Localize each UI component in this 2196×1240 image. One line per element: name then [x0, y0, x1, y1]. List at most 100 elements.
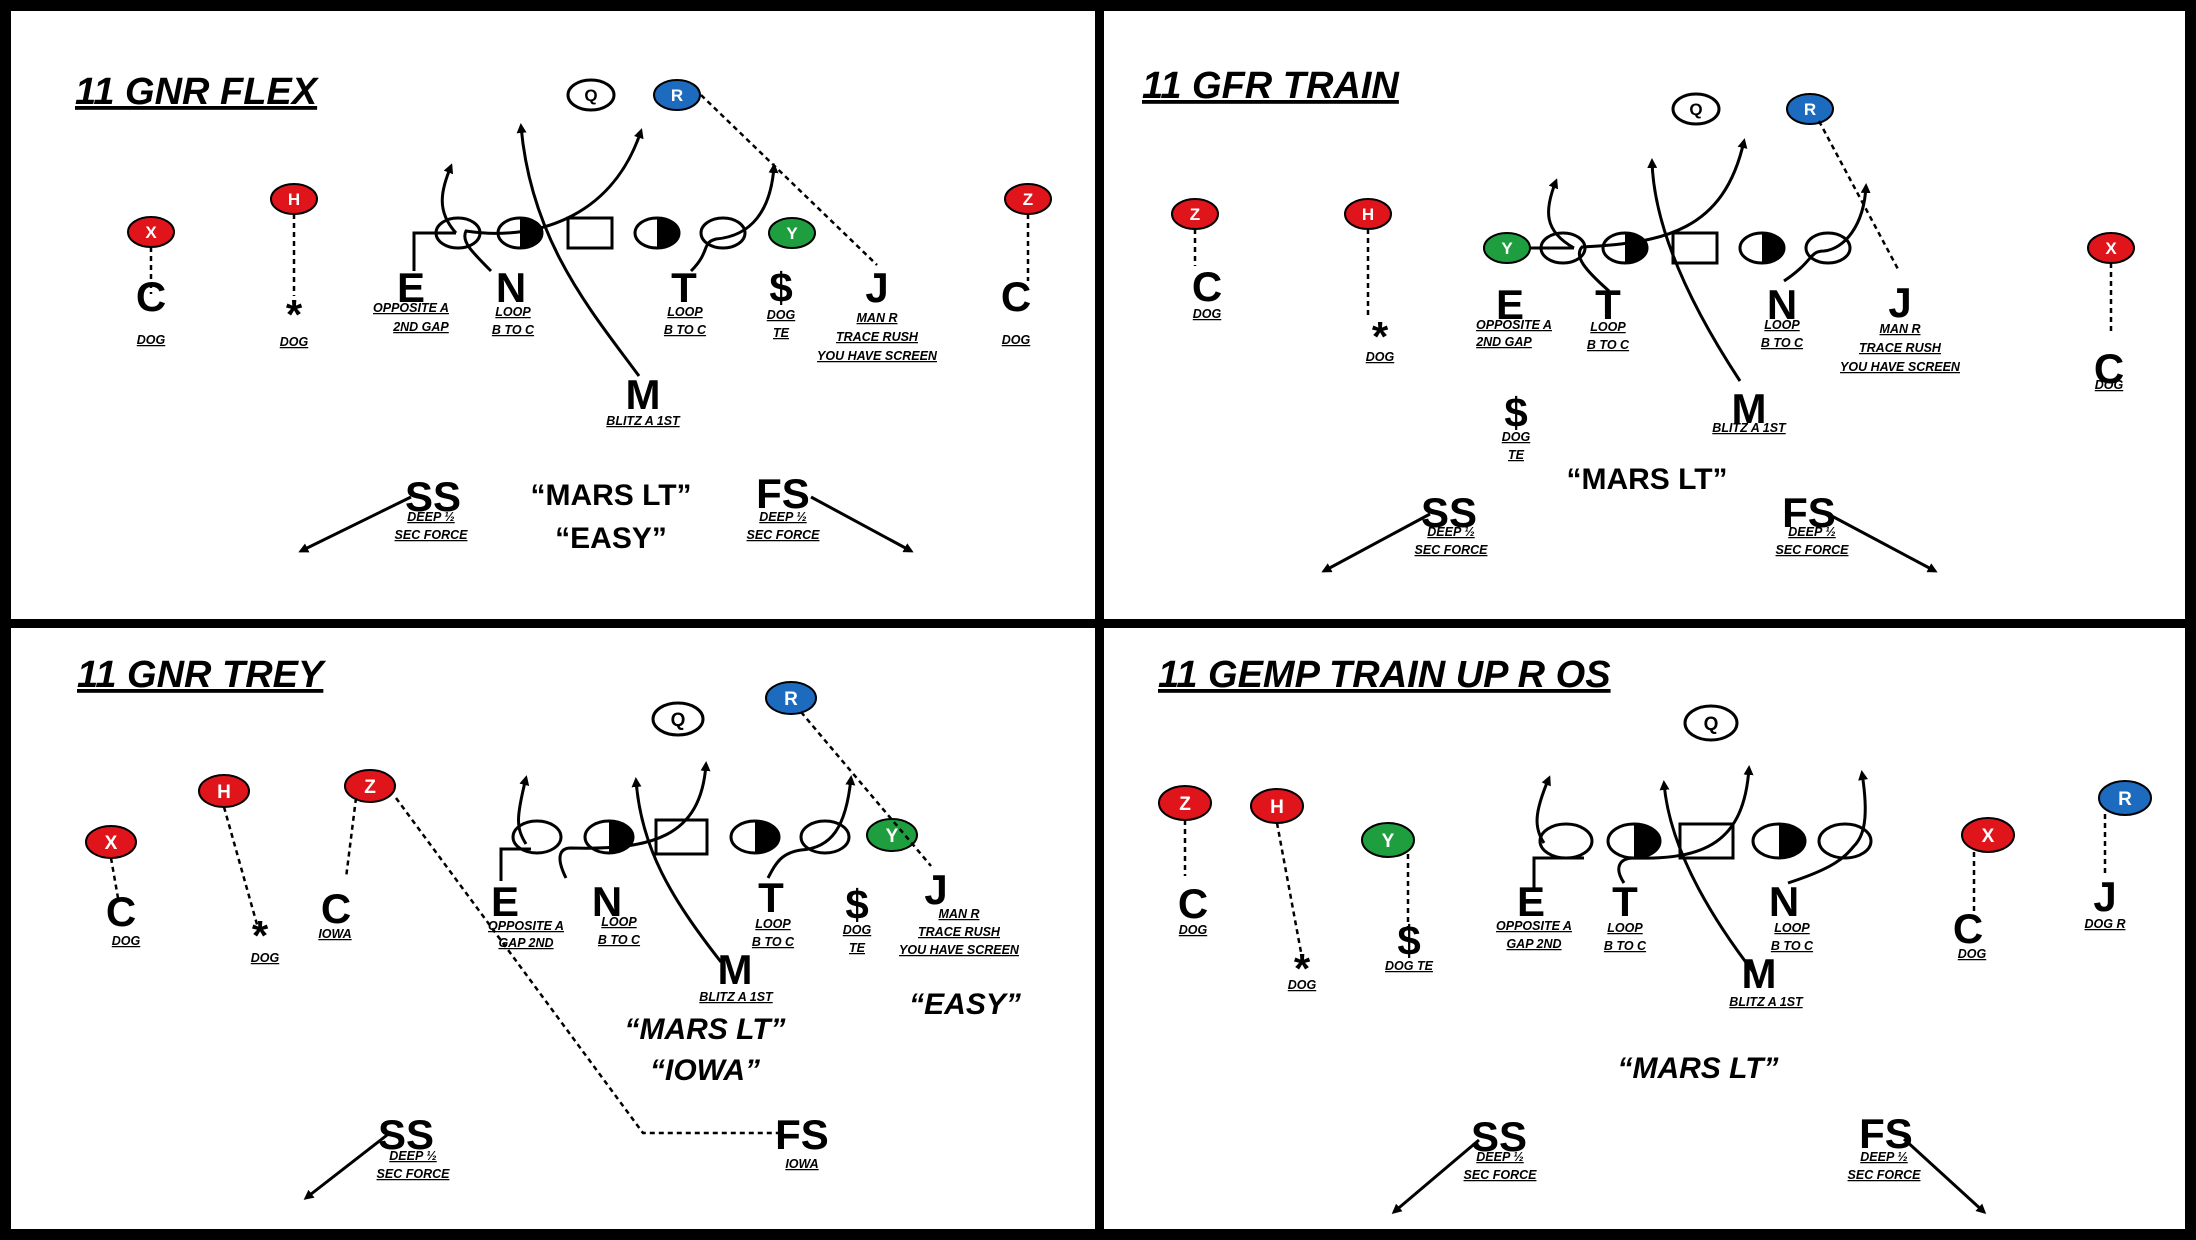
- svg-text:Y: Y: [886, 826, 899, 847]
- note-c-left: DOG: [1193, 307, 1222, 321]
- note-ss-1: DEEP ½: [389, 1149, 436, 1163]
- receiver-x: X: [1961, 817, 2015, 853]
- note-j-1: MAN R: [939, 907, 980, 921]
- defender-c-right: C: [1953, 905, 1983, 952]
- note-ss-1: DEEP ½: [407, 510, 454, 524]
- note-dollar-2: TE: [773, 326, 790, 340]
- note-ss-1: DEEP ½: [1427, 525, 1474, 539]
- svg-text:Q: Q: [671, 710, 686, 731]
- play-diagram: 11 GNR FLEX Q R X H Y Z: [75, 71, 1052, 555]
- receiver-y: Y: [866, 818, 918, 852]
- defender-e: E: [1517, 878, 1545, 925]
- tackle-right: [1804, 231, 1852, 265]
- shaded-half: [1762, 233, 1784, 263]
- guard-left: [1538, 822, 1594, 860]
- note-ss-2: SEC FORCE: [377, 1167, 451, 1181]
- play-title: 11 GEMP TRAIN UP R OS: [1158, 654, 1611, 696]
- receiver-r: R: [1786, 93, 1834, 125]
- receiver-x: X: [127, 216, 175, 248]
- svg-text:Y: Y: [1382, 831, 1395, 852]
- receiver-h: H: [1344, 198, 1392, 230]
- defender-j: J: [865, 264, 888, 311]
- guard-left: [511, 819, 563, 855]
- defender-n: N: [1767, 281, 1797, 328]
- defender-ss: SS: [378, 1111, 434, 1158]
- svg-text:Z: Z: [1179, 794, 1191, 815]
- svg-text:R: R: [671, 86, 683, 105]
- defender-t: T: [758, 874, 784, 921]
- defender-n: N: [496, 264, 526, 311]
- shaded-half: [520, 218, 542, 248]
- note-fs-2: SEC FORCE: [747, 528, 821, 542]
- defender-m: M: [718, 946, 753, 993]
- note-fs-1: DEEP ½: [1788, 525, 1835, 539]
- defender-dollar: $: [845, 881, 868, 928]
- note-ss-2: SEC FORCE: [395, 528, 469, 542]
- play-panel-gnr-trey: 11 GNR TREY Q R X H Z Y: [11, 628, 1095, 1229]
- receiver-r: R: [653, 79, 701, 111]
- assignment-lines: [149, 94, 1030, 553]
- call-1: “MARS LT”: [624, 1013, 785, 1046]
- note-n-2: B TO C: [1761, 336, 1804, 350]
- note-e-2: 2ND GAP: [1475, 335, 1532, 349]
- svg-text:Q: Q: [1689, 100, 1702, 119]
- play-title: 11 GNR TREY: [77, 654, 327, 696]
- note-ss-2: SEC FORCE: [1464, 1168, 1538, 1182]
- defender-j: J: [924, 866, 947, 913]
- svg-text:Y: Y: [786, 224, 798, 243]
- note-t-2: B TO C: [664, 323, 707, 337]
- call-1: “MARS LT”: [1617, 1052, 1778, 1085]
- receiver-x: X: [2087, 232, 2135, 264]
- note-j: DOG R: [2085, 917, 2126, 931]
- defender-m: M: [626, 371, 661, 418]
- shaded-half: [1625, 233, 1647, 263]
- defender-e: E: [1496, 281, 1524, 328]
- note-fs-1: DEEP ½: [1860, 1150, 1907, 1164]
- note-e-1: OPPOSITE A: [488, 919, 564, 933]
- note-c-right: DOG: [1958, 947, 1987, 961]
- receiver-q: Q: [566, 78, 616, 112]
- receiver-q: Q: [1671, 92, 1721, 126]
- note-dollar: DOG TE: [1385, 959, 1434, 973]
- defender-n: N: [1769, 878, 1799, 925]
- note-m: BLITZ A 1ST: [699, 990, 774, 1004]
- assignment-lines: [1183, 765, 2107, 1215]
- receiver-r: R: [765, 681, 817, 715]
- note-dollar-1: DOG: [767, 308, 796, 322]
- svg-text:X: X: [145, 223, 157, 242]
- defender-ss: SS: [1471, 1113, 1527, 1160]
- center: [566, 216, 614, 250]
- note-n-1: LOOP: [495, 305, 531, 319]
- svg-text:Y: Y: [1501, 239, 1513, 258]
- receiver-x: X: [85, 825, 137, 859]
- note-j-2: TRACE RUSH: [1859, 341, 1942, 355]
- note-star: DOG: [1288, 978, 1317, 992]
- svg-text:Z: Z: [364, 777, 376, 798]
- defender-star: *: [286, 291, 303, 338]
- play-diagram: 11 GFR TRAIN Q R Z H Y X: [1142, 65, 2135, 573]
- svg-text:Q: Q: [1704, 714, 1719, 735]
- play-diagram: 11 GNR TREY Q R X H Z Y: [77, 654, 1021, 1200]
- note-j-3: YOU HAVE SCREEN: [817, 349, 938, 363]
- note-c-left: DOG: [137, 333, 166, 347]
- offensive-line: [1538, 822, 1873, 860]
- note-ss-2: SEC FORCE: [1415, 543, 1489, 557]
- note-e-1: OPPOSITE A: [1476, 318, 1552, 332]
- svg-text:R: R: [784, 689, 798, 710]
- note-dollar-2: TE: [1508, 448, 1525, 462]
- tackle-right: [1817, 822, 1873, 860]
- defender-m: M: [1742, 950, 1777, 997]
- call-3: “EASY”: [909, 988, 1021, 1021]
- shaded-half: [657, 218, 679, 248]
- note-t-1: LOOP: [667, 305, 703, 319]
- note-j-3: YOU HAVE SCREEN: [899, 943, 1020, 957]
- call-2: “IOWA”: [650, 1054, 760, 1087]
- offensive-line: [434, 216, 747, 250]
- receiver-y: Y: [768, 217, 816, 249]
- note-j-1: MAN R: [857, 311, 898, 325]
- receiver-y: Y: [1361, 822, 1415, 858]
- svg-text:Z: Z: [1190, 205, 1200, 224]
- receiver-z: Z: [1171, 198, 1219, 230]
- defender-fs: FS: [775, 1111, 829, 1158]
- note-fs-2: SEC FORCE: [1848, 1168, 1922, 1182]
